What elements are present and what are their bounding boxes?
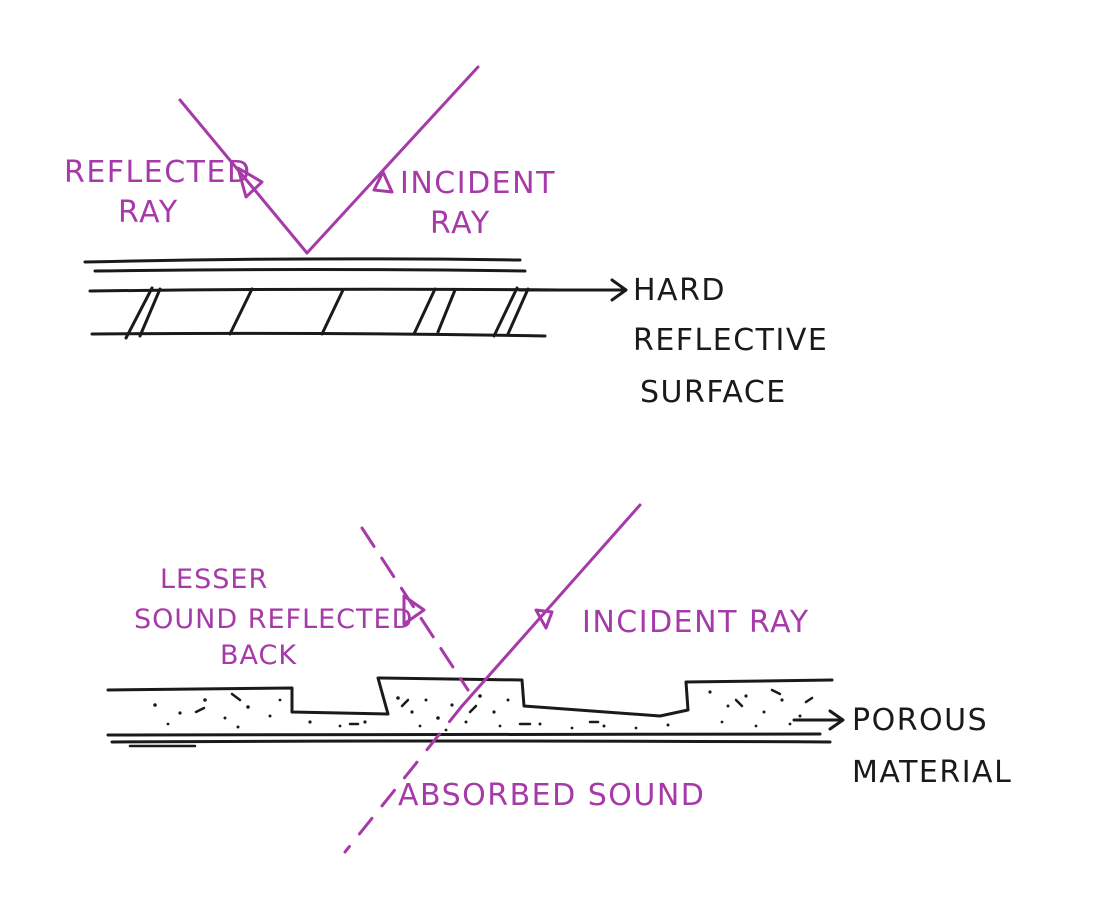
porous-labels: POROUS MATERIAL — [852, 703, 1012, 790]
surface-line-top — [83, 257, 522, 264]
bottom-incident-ray-line — [460, 503, 642, 708]
porous-line-bottom-double — [110, 739, 832, 744]
porous-surface — [106, 676, 834, 748]
lesser-reflected-arrow-icon — [402, 594, 426, 626]
porous-label-line2: MATERIAL — [852, 755, 1012, 790]
bottom-incident-ray-label: INCIDENT RAY — [582, 605, 810, 640]
porous-pointer — [792, 709, 845, 731]
porous-arrowhead-icon — [828, 709, 845, 731]
hard-surface-label-line3: SURFACE — [640, 375, 787, 410]
reflected-ray-label-line2: RAY — [118, 195, 179, 230]
lesser-label-line1: LESSER — [160, 564, 268, 595]
hard-surface-pointer — [518, 278, 628, 302]
surface-line-middle — [88, 287, 562, 293]
incident-ray-line — [305, 65, 480, 255]
absorbed-ray-dashed — [343, 704, 464, 854]
bottom-rays — [343, 503, 642, 854]
porous-label-line1: POROUS — [852, 703, 988, 738]
reflected-ray-line — [178, 98, 309, 255]
bottom-labels: LESSER SOUND REFLECTED BACK INCIDENT RAY… — [134, 564, 810, 813]
porous-line-bottom — [106, 732, 822, 737]
surface-line-bottom — [90, 331, 547, 338]
absorbed-sound-label: ABSORBED SOUND — [398, 778, 705, 813]
reflected-ray-label-line1: REFLECTED — [64, 155, 252, 190]
surface-line-top-double — [93, 268, 527, 273]
hard-surface — [83, 257, 562, 340]
lesser-label-line3: BACK — [220, 640, 297, 671]
incident-arrow-icon — [372, 170, 394, 194]
lesser-reflected-ray-dashed — [360, 526, 470, 692]
bottom-incident-arrow-icon — [534, 608, 554, 630]
hard-surface-labels: HARD REFLECTIVE SURFACE — [633, 273, 828, 410]
porous-top-profile — [106, 676, 834, 718]
incident-ray-label-line2: RAY — [430, 206, 491, 241]
hard-surface-label-line2: REFLECTIVE — [633, 323, 828, 358]
top-labels: REFLECTED RAY INCIDENT RAY — [64, 155, 556, 241]
hard-surface-label-line1: HARD — [633, 273, 726, 308]
reflected-arrow-icon — [236, 166, 264, 199]
top-rays — [178, 65, 480, 255]
hard-surface-arrowhead-icon — [610, 278, 628, 302]
pore-speckles — [153, 690, 802, 732]
pore-dashes — [194, 688, 814, 726]
surface-hatching — [124, 286, 530, 340]
lesser-label-line2: SOUND REFLECTED — [134, 604, 413, 635]
incident-ray-label-line1: INCIDENT — [400, 166, 556, 201]
